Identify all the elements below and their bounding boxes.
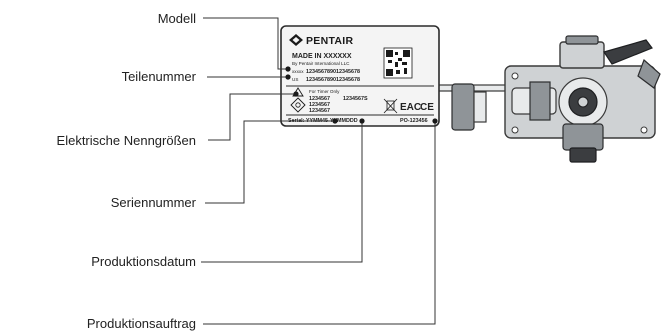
label-timer-note: For Timer Only [309, 89, 340, 94]
valve-lever [637, 58, 661, 89]
mount-hole [511, 72, 519, 80]
leader-model [203, 17, 288, 70]
weee-bin-icon [383, 98, 398, 114]
callout-production-order: Produktionsauftrag [87, 316, 196, 331]
endpoint-dot [285, 66, 291, 72]
leader-serial-number [205, 120, 335, 204]
leader-endpoints [285, 66, 438, 124]
label-order: PO-123456 [400, 118, 428, 124]
label-company: By Pentair International LLC [292, 61, 350, 66]
endpoint-dot [359, 118, 365, 124]
valve-dial-center [577, 96, 589, 108]
label-rating-2: 1234567 [309, 102, 330, 108]
qr-code [383, 47, 413, 79]
callout-part-number: Teilenummer [122, 69, 197, 84]
leader-production-date [201, 121, 363, 263]
ce-mark: CE [420, 102, 434, 113]
label-brand: PENTAIR [306, 35, 354, 47]
valve-drain [569, 147, 597, 163]
valve-nut [529, 81, 551, 121]
pentair-logo: PENTAIR [289, 34, 354, 47]
callout-model: Modell [158, 11, 196, 26]
callout-production-date: Produktionsdatum [91, 254, 196, 269]
mount-hole [640, 126, 648, 134]
leader-production-order [203, 121, 436, 325]
leader-lines [201, 17, 436, 325]
product-label: PENTAIR MADE IN XXXXXX By Pentair Intern… [280, 25, 440, 127]
label-line1-prefix: xxxxx [292, 69, 304, 74]
valve-top-cap [565, 35, 599, 45]
callout-labels: Modell Teilenummer Elektrische Nenngröße… [57, 11, 197, 331]
label-made-in: MADE IN XXXXXX [292, 53, 352, 60]
label-rating-1: 1234567 [309, 96, 330, 102]
endpoint-dot [432, 118, 438, 124]
label-line1-value: 123456789012345678 [306, 69, 360, 75]
label-line2-value: 123456789012345678 [306, 77, 360, 83]
mount-hole [511, 126, 519, 134]
class-two-icon [290, 97, 306, 113]
callout-electrical-ratings: Elektrische Nenngrößen [57, 133, 196, 148]
fitting-collar [473, 91, 487, 123]
valve-top-head [559, 41, 605, 69]
label-line2-prefix: US [292, 77, 298, 82]
valve-handle [603, 39, 653, 65]
callout-serial-number: Seriennummer [111, 195, 197, 210]
leader-electrical-ratings [208, 93, 296, 141]
valve-illustration [437, 35, 661, 163]
endpoint-dot [285, 74, 291, 80]
valve-bottom-port [562, 123, 604, 151]
endpoint-dot [293, 91, 299, 97]
label-rating-1b: 1234567S [343, 96, 368, 102]
eac-mark: EAC [400, 102, 421, 113]
left-fitting [451, 83, 475, 131]
label-rating-3: 1234567 [309, 108, 330, 114]
endpoint-dot [332, 118, 338, 124]
